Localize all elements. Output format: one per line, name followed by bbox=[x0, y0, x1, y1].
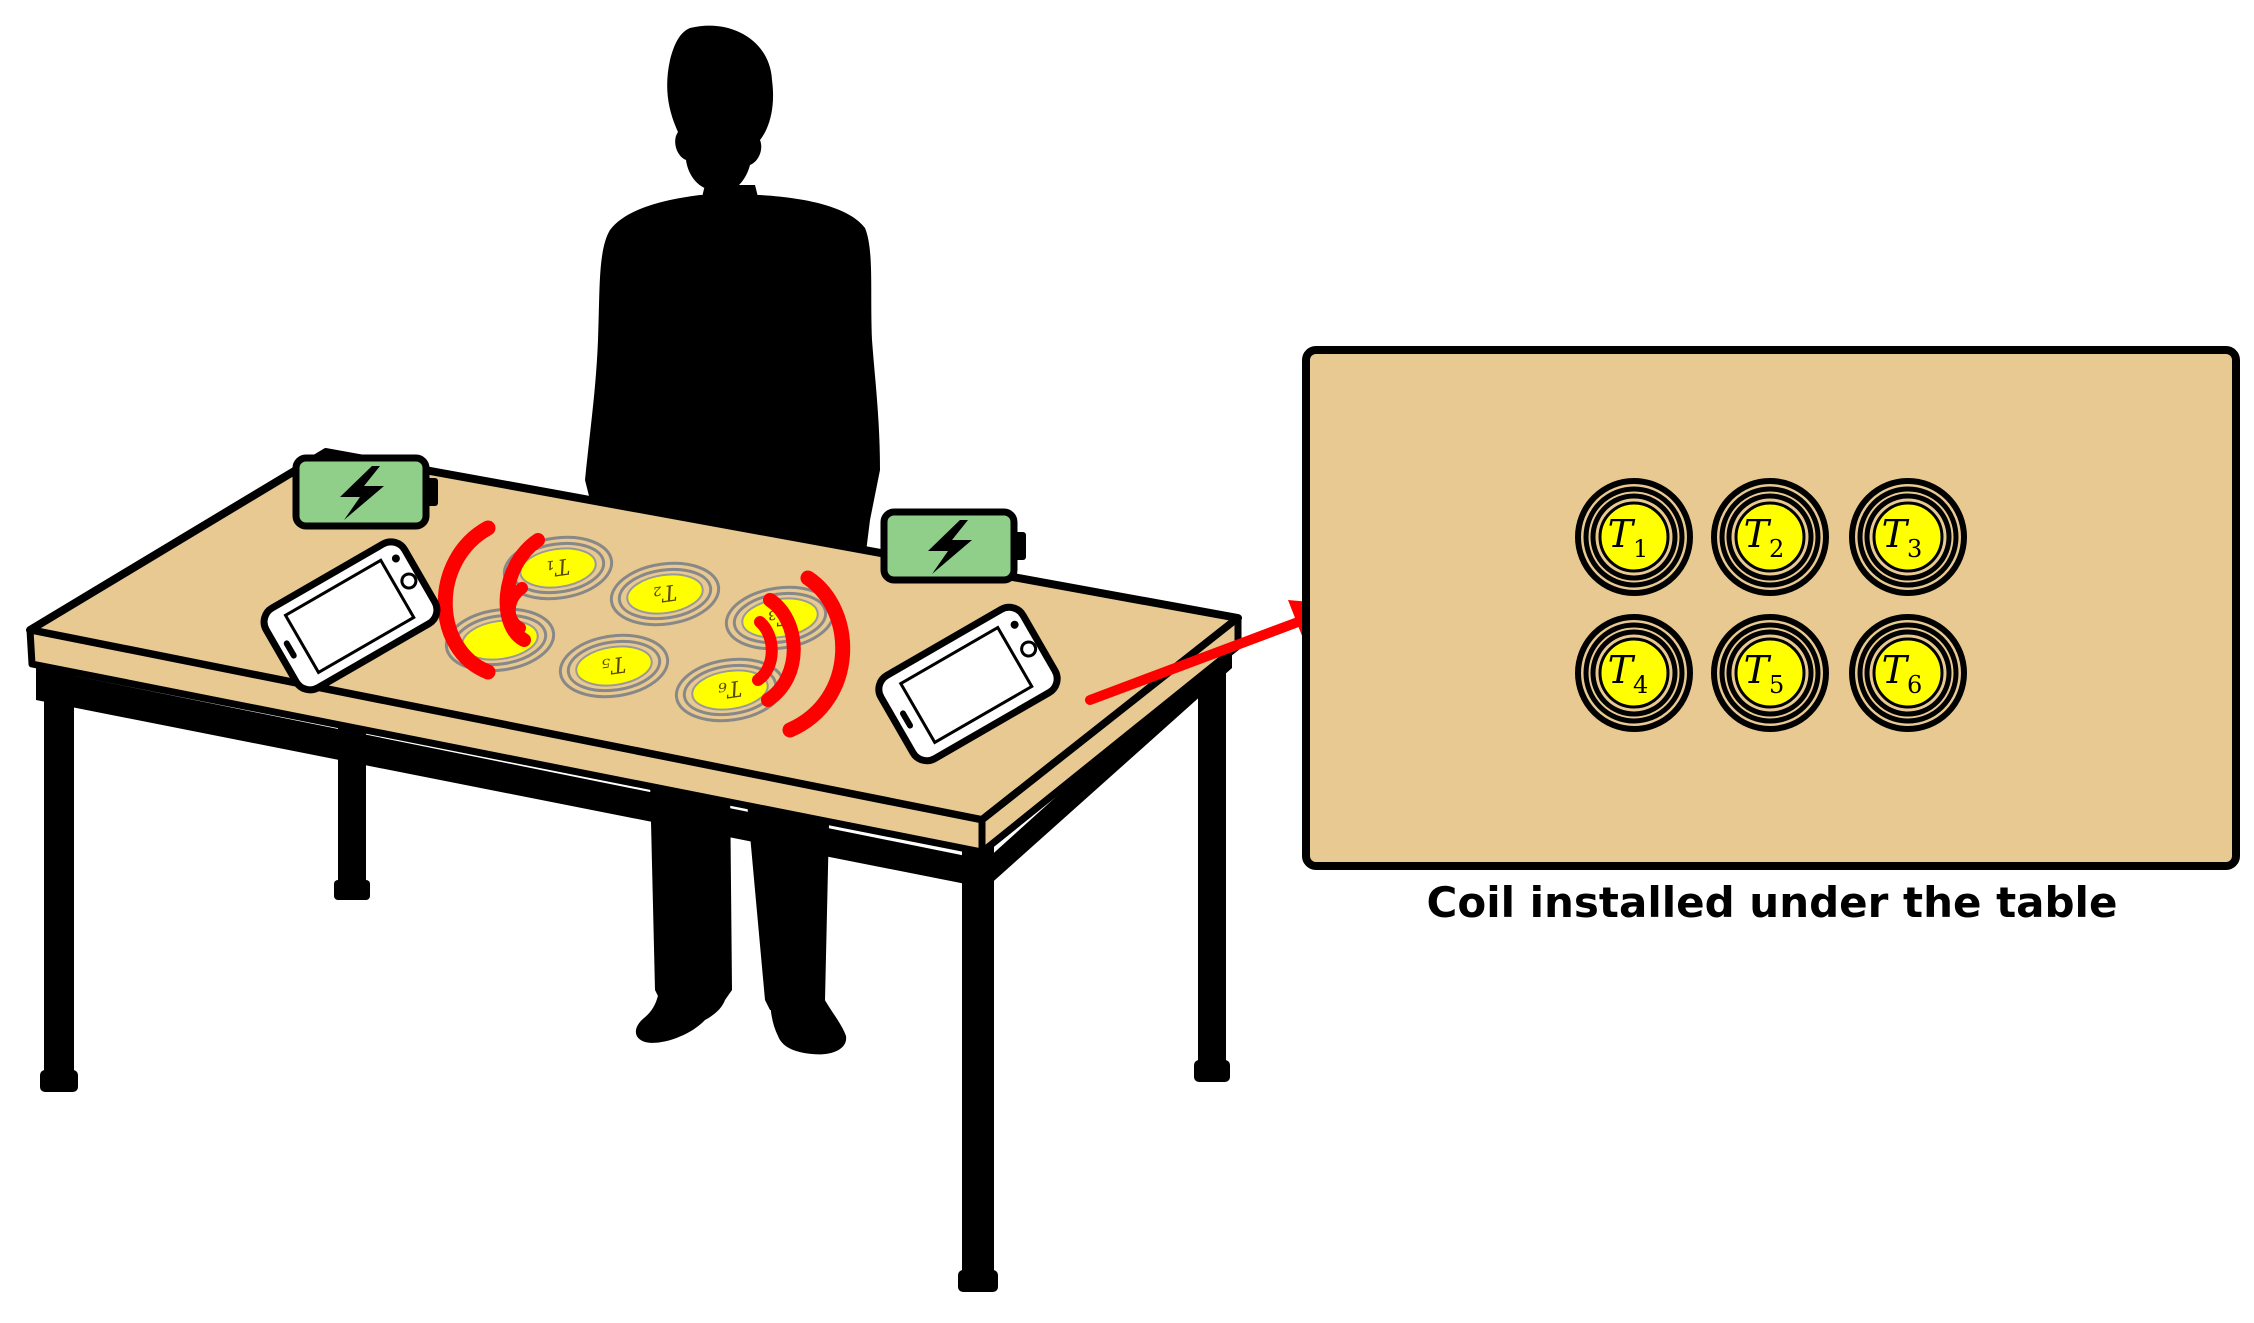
caption: Coil installed under the table bbox=[1426, 878, 2118, 927]
coil-t2: T2 bbox=[1711, 478, 1829, 596]
battery-charging-icon bbox=[880, 508, 1026, 584]
coil-label: T5 bbox=[1744, 648, 1785, 699]
coil-label: T2 bbox=[1744, 512, 1785, 563]
coil-panel bbox=[1302, 346, 2240, 870]
coil-label: T6 bbox=[1882, 648, 1923, 699]
table-coil: T₂ bbox=[609, 561, 721, 627]
battery-charging-icon bbox=[292, 454, 438, 530]
wireless-wave-icon bbox=[437, 520, 545, 680]
svg-text:T₅: T₅ bbox=[600, 651, 627, 679]
coil-t6: T6 bbox=[1849, 614, 1967, 732]
svg-text:T₂: T₂ bbox=[651, 579, 678, 607]
table-coil: T₅ bbox=[558, 633, 670, 699]
smartphone-icon bbox=[875, 603, 1061, 765]
coil-t5: T5 bbox=[1711, 614, 1829, 732]
coil-t3: T3 bbox=[1849, 478, 1967, 596]
wireless-wave-icon bbox=[752, 570, 851, 738]
smartphone-icon bbox=[260, 538, 441, 694]
coil-t4: T4 bbox=[1575, 614, 1693, 732]
svg-text:T₆: T₆ bbox=[716, 675, 743, 703]
coil-label: T4 bbox=[1608, 648, 1649, 699]
svg-text:T₁: T₁ bbox=[544, 553, 571, 581]
coil-t1: T1 bbox=[1575, 478, 1693, 596]
coil-label: T3 bbox=[1882, 512, 1923, 563]
person-silhouette-icon bbox=[585, 25, 880, 1055]
coil-label: T1 bbox=[1608, 512, 1649, 563]
